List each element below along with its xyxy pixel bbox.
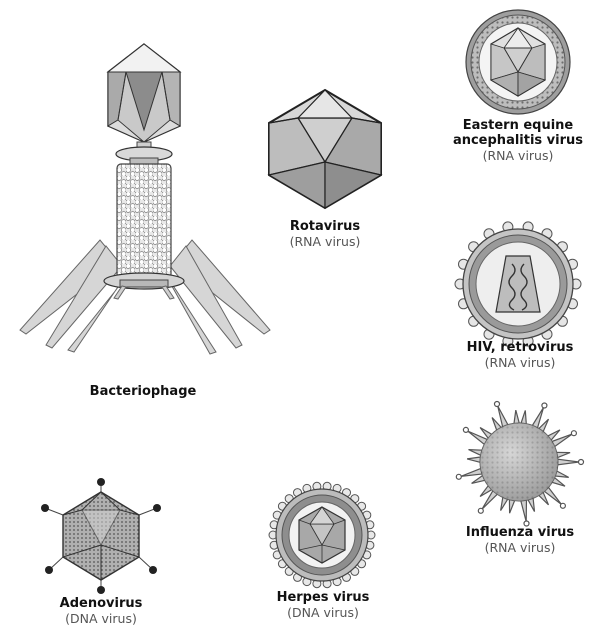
- hiv-type: (RNA virus): [440, 355, 600, 370]
- influenza-spike-tip: [495, 402, 500, 407]
- herpes-type: (DNA virus): [258, 605, 388, 620]
- eastern-equine-label: Eastern equine ancephalitis virus (RNA v…: [430, 118, 606, 163]
- herpes-label: Herpes virus (DNA virus): [258, 590, 388, 620]
- influenza-figure: [456, 402, 583, 527]
- rotavirus-label: Rotavirus (RNA virus): [255, 219, 395, 249]
- rotavirus-type: (RNA virus): [255, 234, 395, 249]
- influenza-spike-tip: [560, 503, 565, 508]
- influenza-spike-tip: [579, 460, 584, 465]
- bacteriophage-figure: [20, 44, 270, 354]
- adenovirus-type: (DNA virus): [30, 611, 172, 626]
- herpes-name: Herpes virus: [258, 590, 388, 605]
- hiv-name: HIV, retrovirus: [440, 340, 600, 355]
- eastern-equine-name-line1: Eastern equine: [430, 118, 606, 133]
- adenovirus-figure: [41, 478, 161, 594]
- influenza-spike-tip: [456, 474, 461, 479]
- bacteriophage-label: Bacteriophage: [58, 384, 228, 399]
- bacteriophage-name: Bacteriophage: [58, 384, 228, 399]
- rotavirus-figure: [269, 90, 381, 208]
- influenza-type: (RNA virus): [440, 540, 600, 555]
- herpes-figure: [269, 482, 375, 587]
- influenza-name: Influenza virus: [440, 525, 600, 540]
- eastern-equine-type: (RNA virus): [430, 148, 606, 163]
- influenza-label: Influenza virus (RNA virus): [440, 525, 600, 555]
- eastern-equine-virus-figure: [466, 10, 570, 114]
- rotavirus-name: Rotavirus: [255, 219, 395, 234]
- hiv-label: HIV, retrovirus (RNA virus): [440, 340, 600, 370]
- influenza-spike-tip: [542, 403, 547, 408]
- influenza-spike: [555, 459, 579, 465]
- adenovirus-label: Adenovirus (DNA virus): [30, 596, 172, 626]
- eastern-equine-name-line2: ancephalitis virus: [430, 133, 606, 148]
- adenovirus-name: Adenovirus: [30, 596, 172, 611]
- influenza-spike-tip: [463, 427, 468, 432]
- influenza-spike-tip: [478, 508, 483, 513]
- hiv-figure: [455, 222, 581, 346]
- influenza-spike-tip: [571, 431, 576, 436]
